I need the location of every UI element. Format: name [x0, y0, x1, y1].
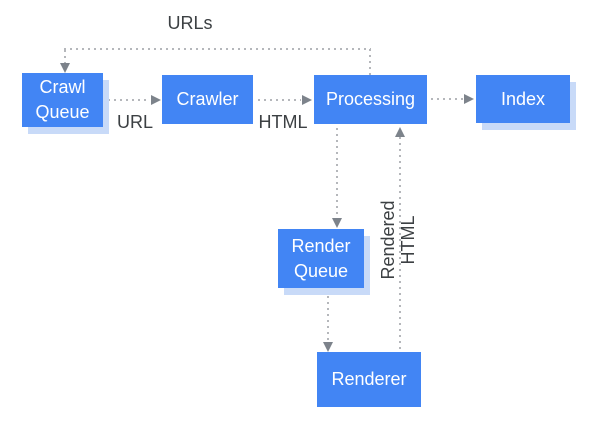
node-crawl-queue: Crawl Queue: [22, 73, 103, 127]
arrowhead-right-into-crawler-icon: [151, 95, 161, 105]
html-edge-label: HTML: [258, 112, 308, 132]
edge-processing-to-render-queue-line: [336, 128, 338, 217]
urls-edge-label: URLs: [167, 13, 213, 33]
node-index: Index: [476, 75, 570, 123]
arrowhead-down-into-renderer-icon: [323, 342, 333, 352]
node-render-queue: Render Queue: [278, 229, 364, 288]
urls-feedback-line-to-crawl-queue: [64, 50, 66, 63]
arrowhead-right-into-processing-icon: [302, 95, 312, 105]
node-renderer: Renderer: [317, 352, 421, 407]
edge-render-queue-to-renderer-line: [327, 296, 329, 342]
edge-crawl-queue-to-crawler-line: [108, 99, 150, 101]
rendered-html-edge-label: Rendered HTML: [378, 200, 418, 280]
node-crawler: Crawler: [162, 75, 253, 124]
url-edge-label: URL: [116, 112, 153, 132]
edge-crawler-to-processing-line: [258, 99, 301, 101]
arrowhead-right-into-index-icon: [464, 94, 474, 104]
arrowhead-down-into-crawl-queue-icon: [60, 63, 70, 73]
arrowhead-down-into-render-queue-icon: [332, 218, 342, 228]
edge-renderer-to-processing-line: [399, 137, 401, 352]
arrowhead-up-into-processing-icon: [395, 127, 405, 137]
edge-processing-to-index-line: [431, 98, 463, 100]
node-processing: Processing: [314, 75, 427, 124]
urls-feedback-line-from-processing: [369, 49, 371, 75]
urls-feedback-line-horizontal: [64, 48, 371, 50]
